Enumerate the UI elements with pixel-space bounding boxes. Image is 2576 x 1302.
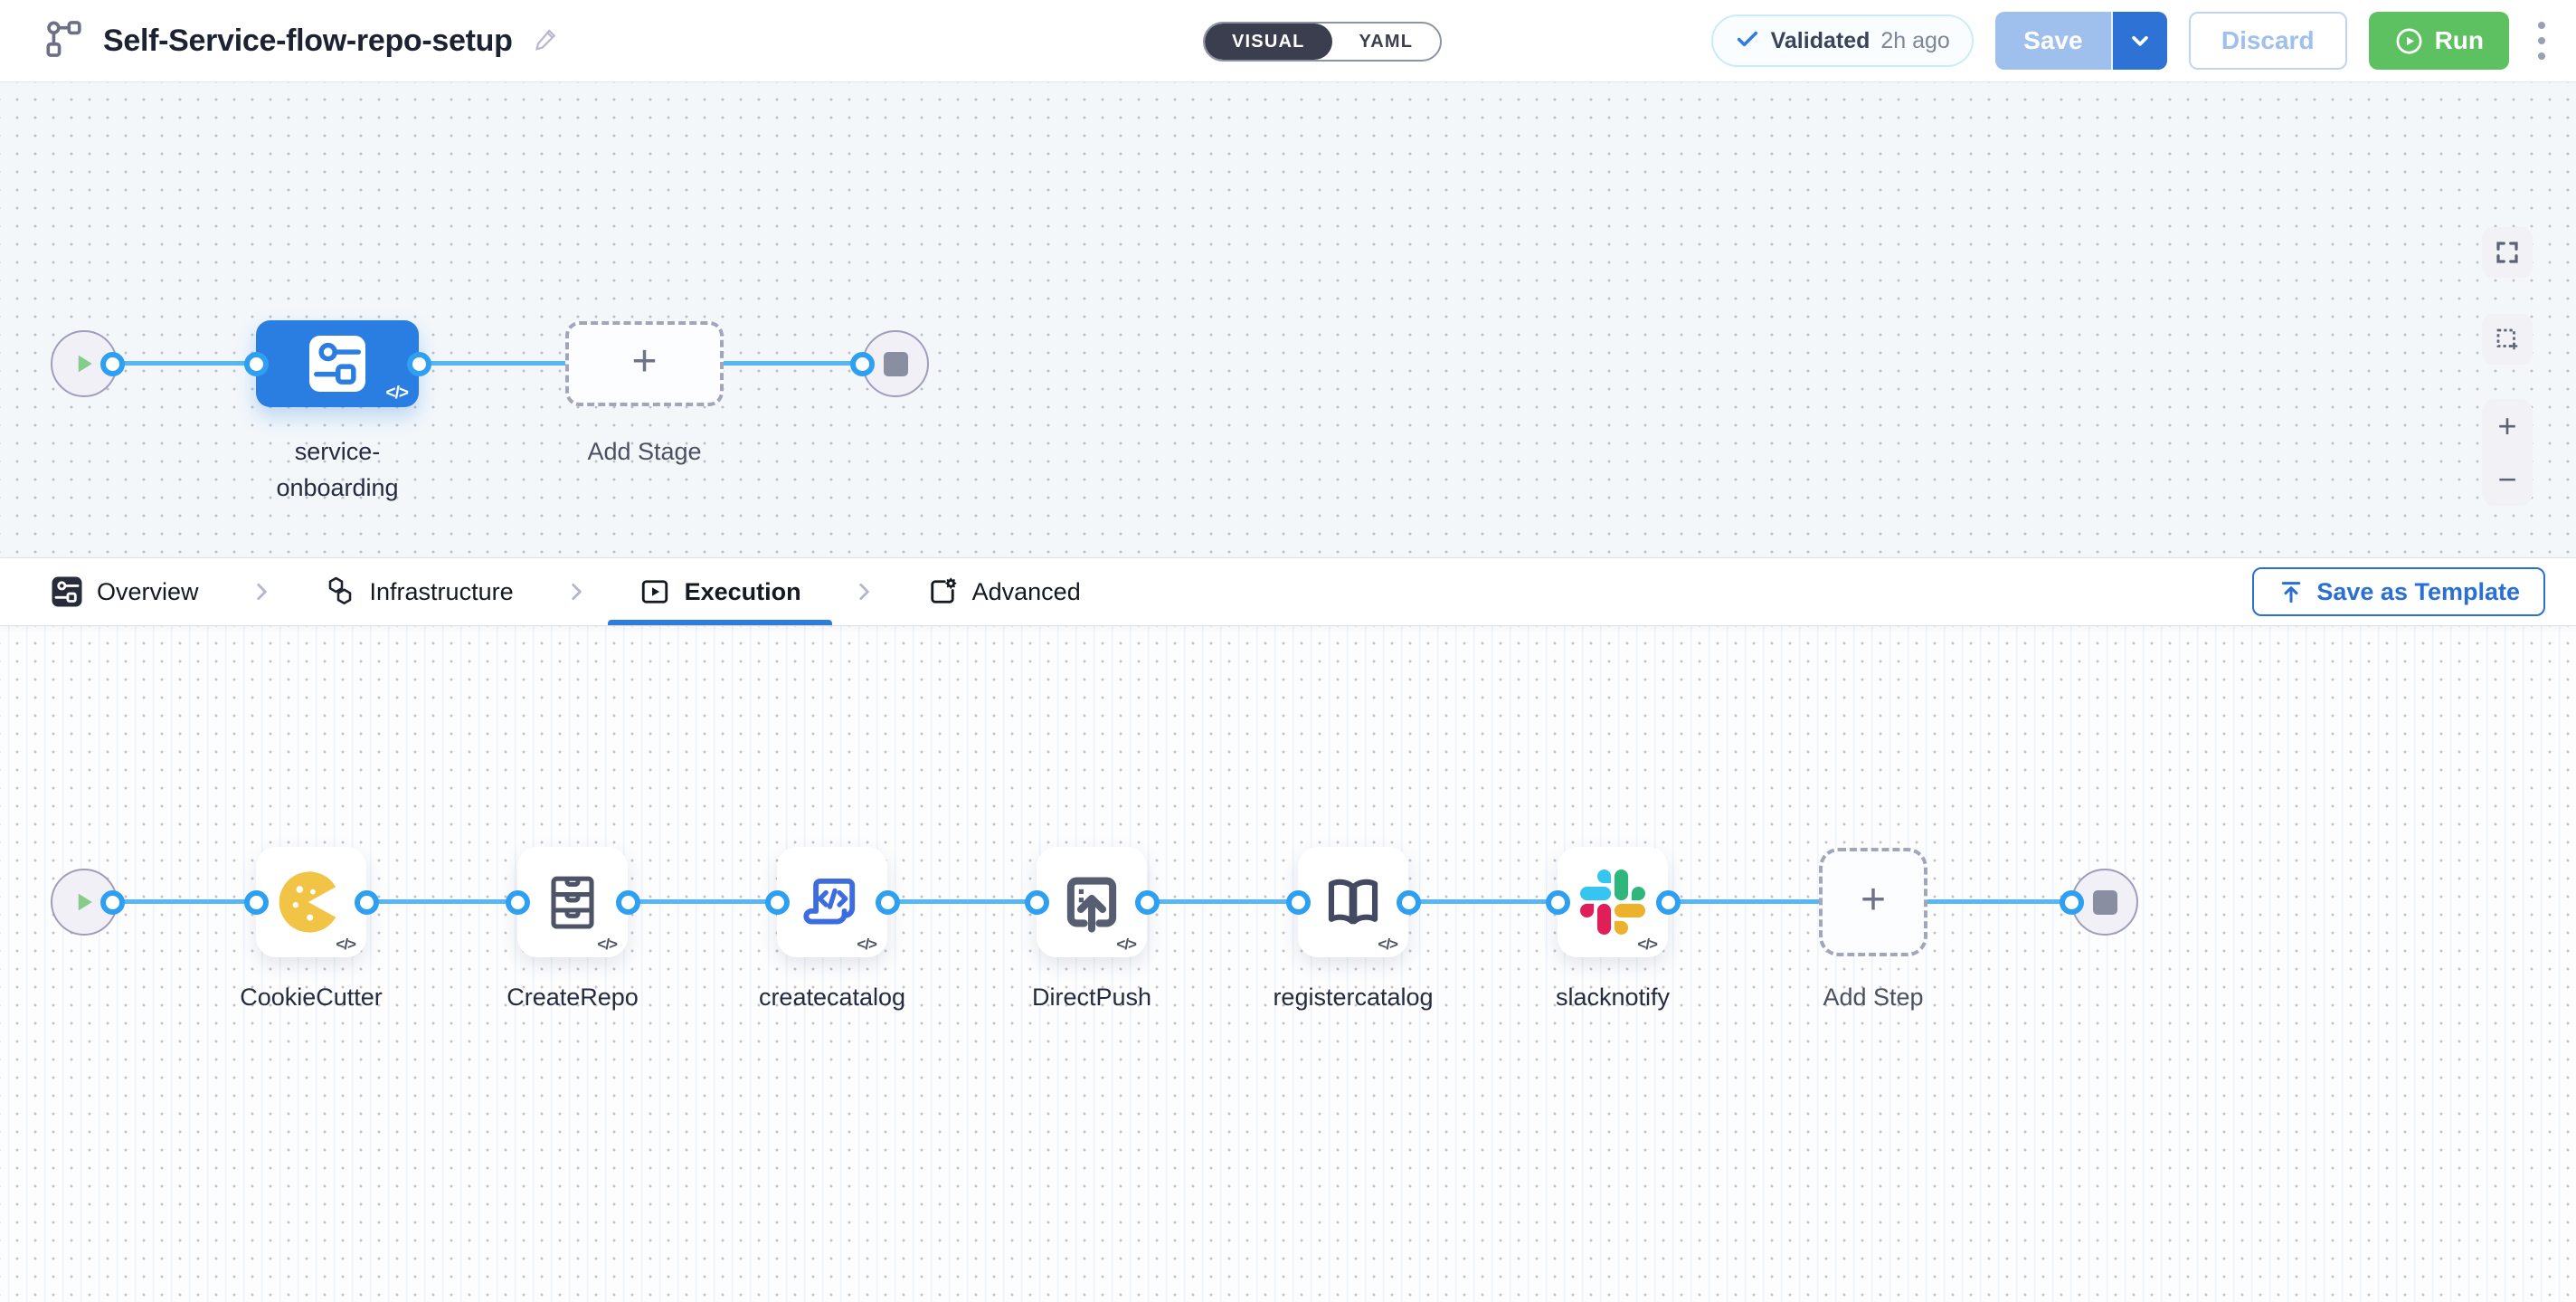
pipeline-stage-icon: [309, 336, 365, 392]
fullscreen-button[interactable]: [2482, 227, 2533, 278]
code-badge: </>: [1637, 936, 1658, 953]
connector-port[interactable]: [1135, 890, 1160, 915]
plus-icon: +: [1860, 876, 1887, 924]
header: Self-Service-flow-repo-setup VISUAL YAML…: [0, 0, 2576, 82]
stop-icon: [883, 351, 908, 376]
validated-badge: Validated 2h ago: [1710, 14, 1974, 67]
validated-status: Validated: [1770, 27, 1870, 53]
connector-port[interactable]: [100, 352, 125, 376]
code-badge: </>: [857, 936, 877, 953]
open-book-icon: [1328, 879, 1378, 925]
play-icon: [78, 893, 92, 911]
slack-icon: [1580, 870, 1645, 935]
code-badge: </>: [1116, 936, 1137, 953]
fullscreen-icon: [2496, 242, 2518, 263]
step-card-createcatalog[interactable]: </>: [777, 847, 887, 957]
pipeline-icon: [42, 18, 83, 64]
save-as-template-button[interactable]: Save as Template: [2252, 567, 2545, 616]
upload-icon: [2282, 582, 2301, 603]
overview-icon: [52, 576, 82, 607]
chevron-right-icon: [852, 580, 876, 603]
step-label[interactable]: CreateRepo: [507, 984, 639, 1011]
step-label[interactable]: slacknotify: [1555, 984, 1671, 1011]
connector-port[interactable]: [244, 352, 269, 376]
connector-port[interactable]: [1656, 890, 1681, 915]
check-icon: [1735, 26, 1760, 56]
step-label[interactable]: createcatalog: [758, 984, 906, 1011]
advanced-icon: [930, 577, 956, 603]
marquee-select-button[interactable]: [2482, 314, 2533, 365]
toggle-yaml[interactable]: YAML: [1359, 31, 1414, 52]
chevron-right-icon: [250, 580, 273, 603]
stage-label[interactable]: service-onboarding: [276, 438, 399, 501]
save-button[interactable]: Save: [1994, 12, 2111, 70]
add-step-button[interactable]: +: [1819, 848, 1927, 956]
execution-canvas[interactable]: </> </> </> </>: [0, 626, 2576, 1302]
step-card-directpush[interactable]: </>: [1037, 847, 1147, 957]
stage-node-service-onboarding[interactable]: </>: [256, 320, 419, 407]
stage-canvas[interactable]: </> + service-onboarding Add Stage + −: [0, 82, 2576, 558]
add-stage-button[interactable]: +: [565, 321, 724, 406]
play-circle-icon: [2396, 27, 2422, 54]
step-card-createrepo[interactable]: </>: [517, 847, 628, 957]
zoom-in-button[interactable]: +: [2482, 399, 2533, 452]
connector-port[interactable]: [1286, 890, 1311, 915]
stage-config-tabbar: Overview Infrastructure Execution Advanc…: [0, 558, 2576, 626]
connector-port[interactable]: [2060, 890, 2084, 915]
cookiecutter-icon: [279, 871, 336, 933]
edit-title-icon[interactable]: [533, 25, 560, 57]
zoom-out-button[interactable]: −: [2482, 452, 2533, 506]
step-card-cookiecutter[interactable]: </>: [256, 847, 366, 957]
plus-icon: +: [631, 337, 658, 385]
add-stage-label[interactable]: Add Stage: [587, 438, 702, 465]
page-title: Self-Service-flow-repo-setup: [103, 23, 513, 58]
validated-time: 2h ago: [1880, 27, 1950, 53]
marquee-select-icon: [2496, 328, 2518, 350]
execution-icon: [641, 580, 668, 603]
step-label[interactable]: DirectPush: [1031, 984, 1152, 1011]
connector-port[interactable]: [244, 890, 269, 915]
connector-port[interactable]: [765, 890, 790, 915]
connector-port[interactable]: [100, 890, 125, 915]
connector-port[interactable]: [355, 890, 379, 915]
tab-overview[interactable]: Overview: [51, 558, 199, 625]
tab-advanced[interactable]: Advanced: [926, 558, 1081, 625]
add-step-label[interactable]: Add Step: [1823, 984, 1924, 1011]
connector-port[interactable]: [407, 352, 431, 376]
chevron-down-icon: [2132, 36, 2148, 46]
run-button[interactable]: Run: [2368, 12, 2509, 70]
connector-port[interactable]: [1397, 890, 1421, 915]
connector-port[interactable]: [506, 890, 530, 915]
save-options-chevron-button[interactable]: [2110, 12, 2167, 70]
tab-infrastructure[interactable]: Infrastructure: [324, 558, 514, 625]
toggle-visual[interactable]: VISUAL: [1205, 24, 1332, 60]
zoom-control: + −: [2482, 399, 2533, 506]
stage-flow-line: [112, 361, 862, 366]
step-card-registercatalog[interactable]: </>: [1298, 847, 1408, 957]
connector-port[interactable]: [1025, 890, 1049, 915]
discard-button[interactable]: Discard: [2188, 12, 2347, 70]
more-options-menu[interactable]: [2531, 16, 2552, 65]
code-badge: </>: [1378, 936, 1398, 953]
connector-port[interactable]: [1546, 890, 1570, 915]
code-badge: </>: [336, 936, 356, 953]
connector-port[interactable]: [616, 890, 640, 915]
step-label[interactable]: CookieCutter: [240, 984, 383, 1011]
code-badge: </>: [597, 936, 618, 953]
stop-icon: [2092, 889, 2117, 915]
connector-port[interactable]: [876, 890, 900, 915]
save-split-button: Save: [1994, 12, 2167, 70]
repo-drawer-icon: [551, 876, 594, 929]
code-catalog-icon: [803, 878, 856, 925]
tab-execution[interactable]: Execution: [607, 558, 832, 625]
infrastructure-icon: [328, 576, 351, 605]
code-badge: </>: [385, 384, 410, 403]
step-label[interactable]: registercatalog: [1273, 984, 1434, 1011]
connector-port[interactable]: [850, 352, 875, 376]
step-card-slacknotify[interactable]: </>: [1558, 847, 1668, 957]
visual-yaml-toggle[interactable]: VISUAL YAML: [1203, 22, 1443, 62]
push-upload-icon: [1066, 877, 1117, 933]
play-icon: [78, 355, 92, 373]
chevron-right-icon: [564, 580, 588, 603]
